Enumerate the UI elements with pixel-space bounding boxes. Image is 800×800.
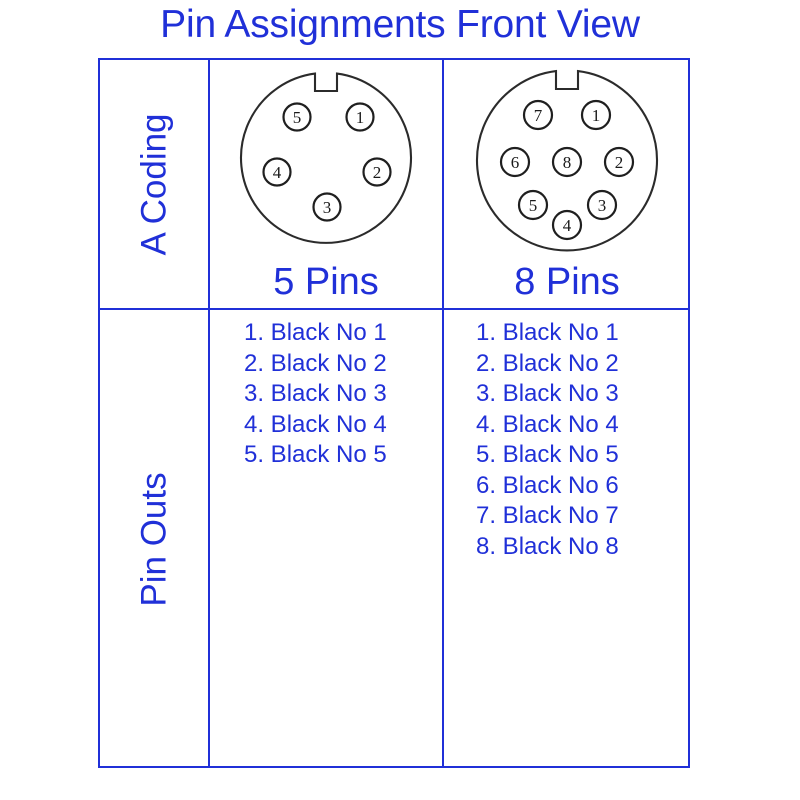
svg-text:2: 2 — [373, 163, 382, 182]
connector-drawing-5pin-wrap: 5 1 4 2 3 — [210, 62, 442, 260]
pinout-list-8pin: 1. Black No 1 2. Black No 2 3. Black No … — [444, 310, 690, 562]
pinout-item: 5. Black No 5 — [476, 441, 619, 468]
pinout-item: 3. Black No 3 — [476, 380, 619, 407]
pin-5: 5 — [282, 102, 312, 132]
pinout-item: 4. Black No 4 — [476, 410, 619, 438]
pin-4: 4 — [262, 157, 292, 187]
row-label-a-coding: A Coding — [100, 60, 208, 308]
pinout-item: 1. Black No 1 — [476, 319, 619, 346]
svg-text:2: 2 — [615, 153, 624, 172]
pin-6: 6 — [499, 146, 531, 178]
pinout-item: 1. Black No 1 — [244, 319, 387, 346]
pinout-cell-5pin: 1. Black No 1 2. Black No 2 3. Black No … — [210, 310, 442, 768]
row-label-pin-outs: Pin Outs — [100, 310, 208, 768]
connector-drawing-8pin-wrap: 7 1 6 8 2 — [444, 62, 690, 260]
table-column-divider-2 — [442, 60, 444, 766]
svg-text:3: 3 — [598, 196, 607, 215]
connector-cell-5pin: 5 1 4 2 3 — [210, 60, 442, 308]
pin-8: 8 — [551, 146, 583, 178]
pinout-item: 8. Black No 8 — [476, 532, 619, 560]
row-label-a-coding-text: A Coding — [134, 112, 174, 256]
pin-3: 3 — [312, 192, 342, 222]
svg-text:5: 5 — [293, 108, 302, 127]
svg-text:4: 4 — [563, 216, 572, 235]
pinout-item: 7. Black No 7 — [476, 502, 619, 529]
pinout-cell-8pin: 1. Black No 1 2. Black No 2 3. Black No … — [444, 310, 690, 768]
pinout-item: 4. Black No 4 — [244, 410, 387, 438]
pinout-item: 6. Black No 6 — [476, 471, 619, 499]
pinout-item: 5. Black No 5 — [244, 441, 387, 468]
pin-7: 7 — [522, 99, 554, 131]
svg-text:8: 8 — [563, 153, 572, 172]
table-column-divider-1 — [208, 60, 210, 766]
connector-diagram-5pin-icon: 5 1 4 2 3 — [239, 72, 413, 244]
pin-3: 3 — [586, 189, 618, 221]
svg-text:1: 1 — [592, 106, 601, 125]
svg-text:3: 3 — [323, 198, 332, 217]
connector-diagram-8pin-icon: 7 1 6 8 2 — [476, 69, 658, 252]
row-label-pin-outs-text: Pin Outs — [134, 471, 174, 607]
pinout-list-5pin: 1. Black No 1 2. Black No 2 3. Black No … — [210, 310, 442, 471]
table-row-divider-1 — [100, 308, 688, 310]
pin-2: 2 — [362, 157, 392, 187]
page-title: Pin Assignments Front View — [160, 3, 640, 46]
pin-assignment-table: A Coding Pin Outs 5 1 — [98, 58, 690, 768]
svg-text:6: 6 — [511, 153, 520, 172]
pin-1: 1 — [345, 102, 375, 132]
svg-text:5: 5 — [529, 196, 538, 215]
connector-cell-8pin: 7 1 6 8 2 — [444, 60, 690, 308]
svg-text:7: 7 — [534, 106, 543, 125]
pin-1: 1 — [580, 99, 612, 131]
svg-text:4: 4 — [273, 163, 282, 182]
pin-5: 5 — [517, 189, 549, 221]
pinout-item: 2. Black No 2 — [476, 349, 619, 377]
connector-caption-5pin: 5 Pins — [273, 261, 379, 303]
connector-caption-8pin: 8 Pins — [514, 261, 620, 303]
svg-text:1: 1 — [356, 108, 365, 127]
pinout-item: 2. Black No 2 — [244, 349, 387, 377]
pin-4: 4 — [551, 209, 583, 241]
pin-2: 2 — [603, 146, 635, 178]
pinout-item: 3. Black No 3 — [244, 380, 387, 407]
